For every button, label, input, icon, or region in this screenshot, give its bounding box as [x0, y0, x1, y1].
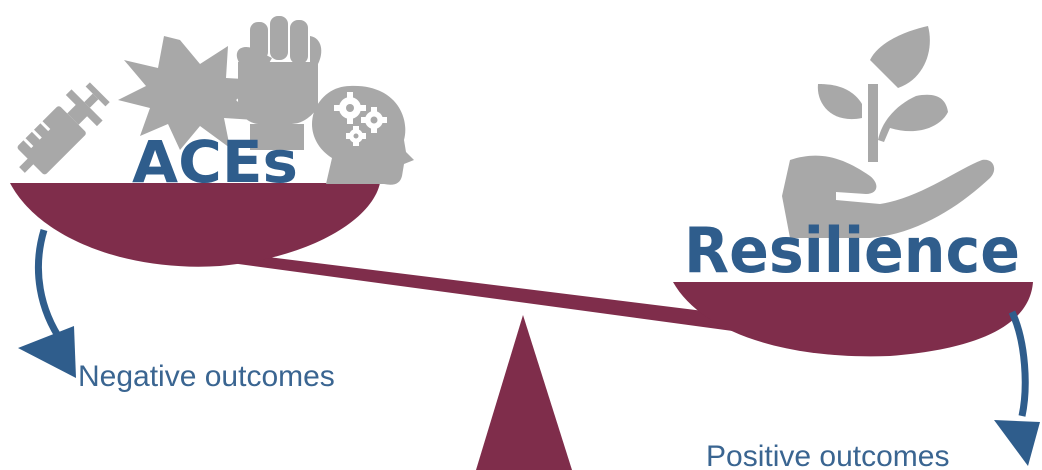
left-pan: [10, 183, 380, 267]
fist-icon: [236, 16, 322, 150]
negative-outcome-arrow: [18, 228, 76, 378]
right-pan: [673, 282, 1033, 357]
hand-plant-icon: [782, 26, 995, 238]
negative-outcomes-label: Negative outcomes: [78, 360, 335, 393]
explosion-icon: [118, 36, 262, 150]
head-gears-icon: [312, 85, 414, 185]
resilience-title: Resilience: [684, 214, 1020, 287]
scale-beam: [150, 248, 760, 332]
positive-outcome-arrow: [994, 310, 1040, 466]
positive-outcomes-label: Positive outcomes: [706, 440, 949, 470]
syringe-icon: [17, 82, 110, 175]
fulcrum: [476, 315, 572, 470]
aces-title: ACEs: [132, 128, 298, 196]
